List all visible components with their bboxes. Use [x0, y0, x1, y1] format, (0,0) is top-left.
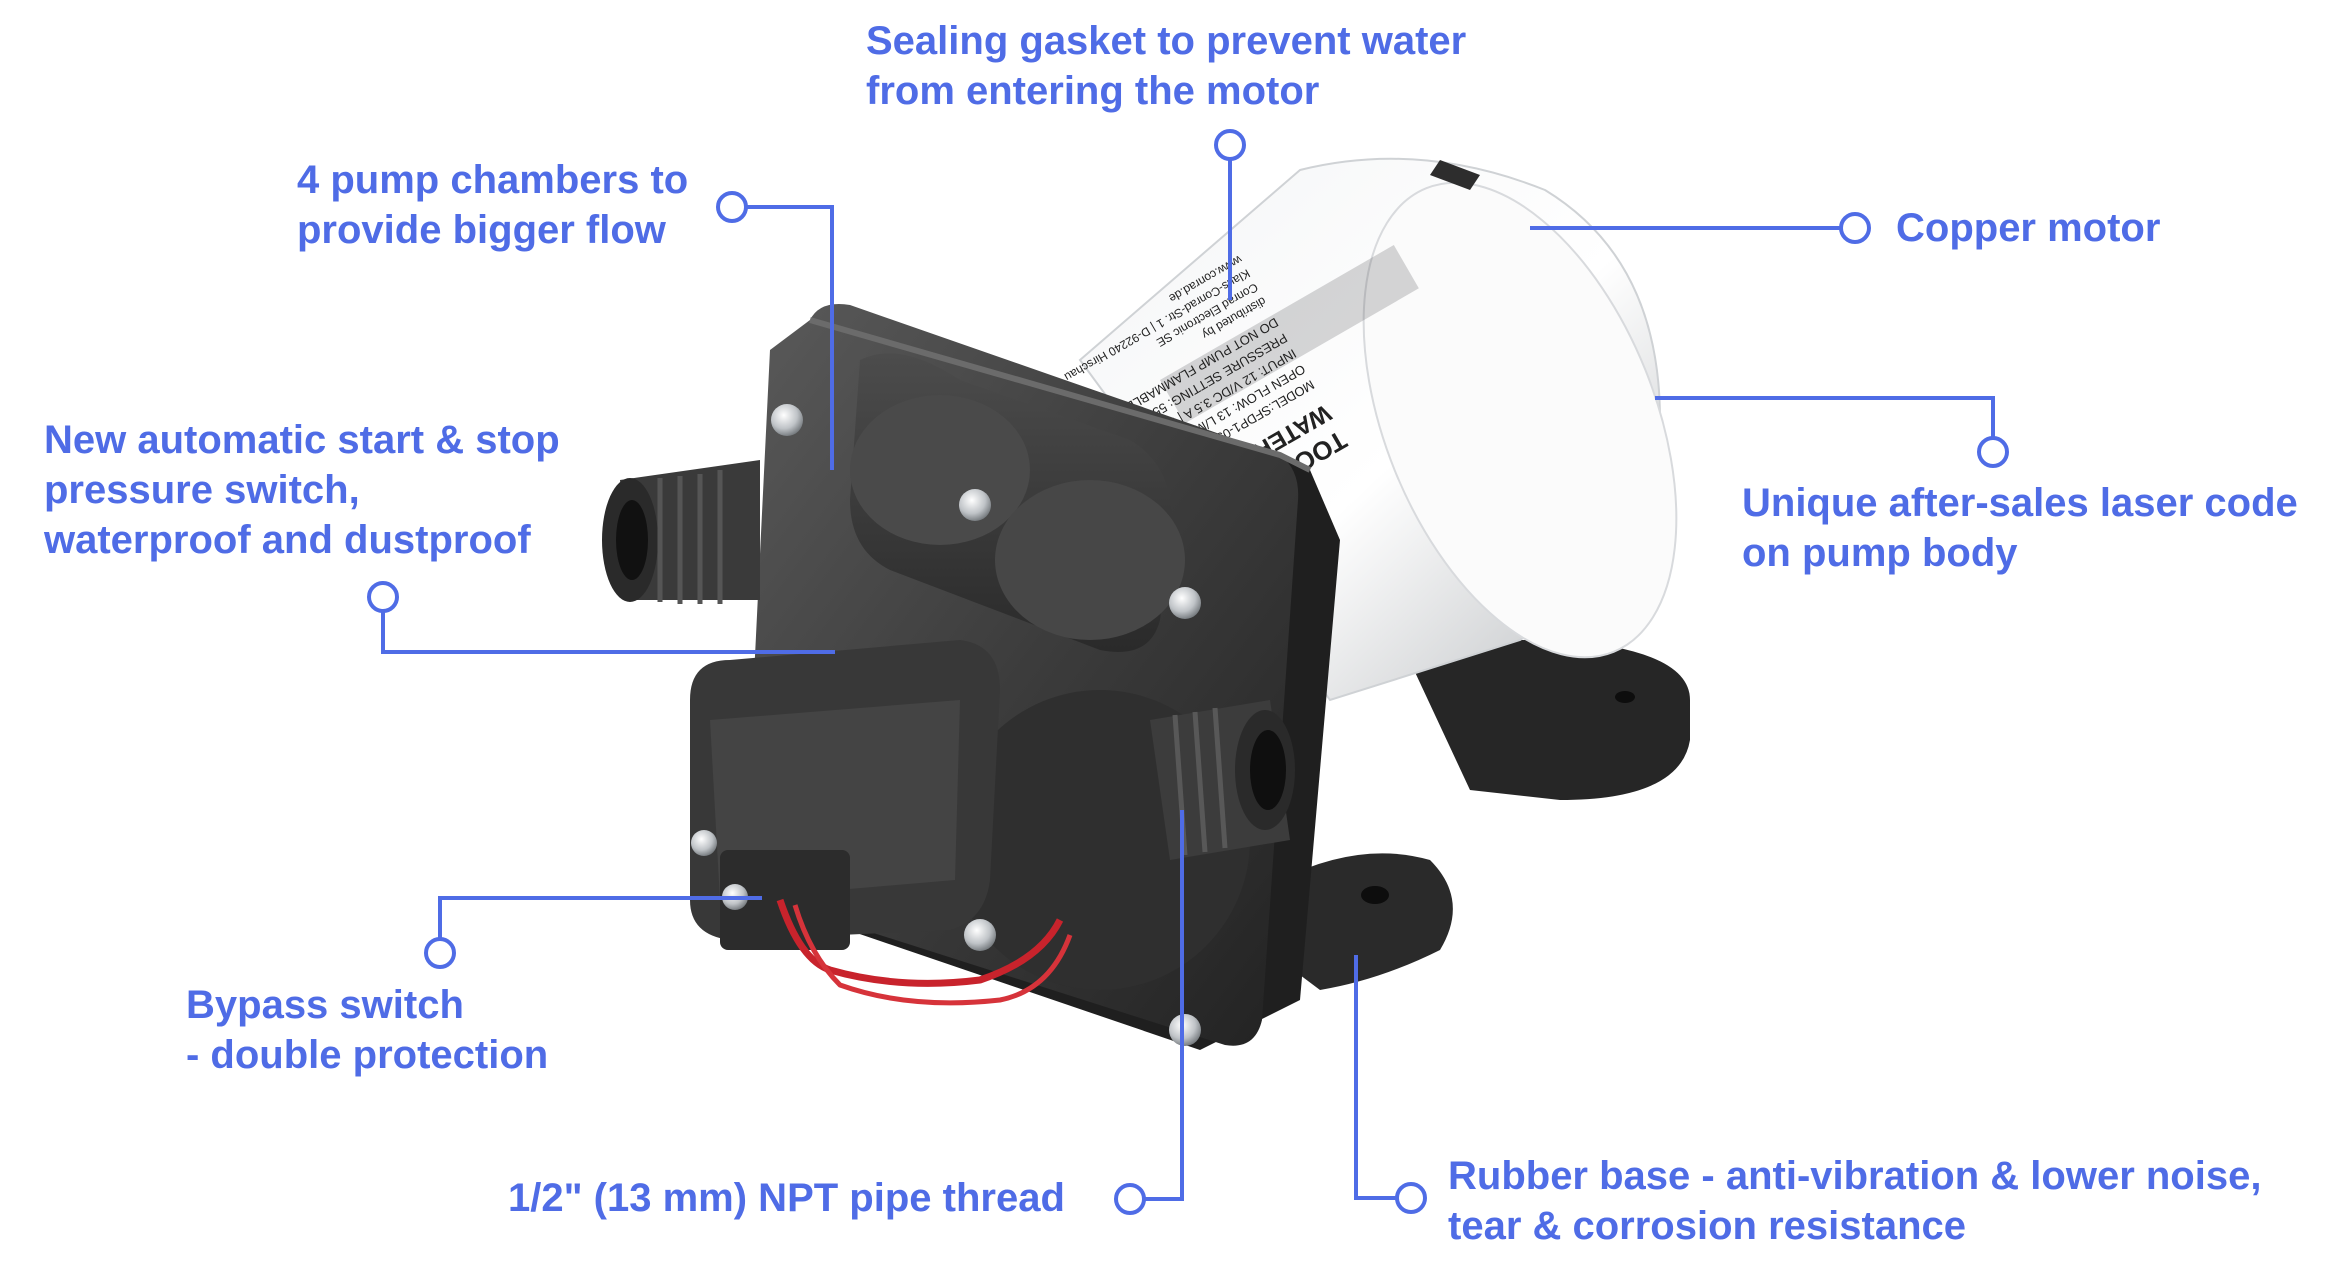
callout-line: on pump body: [1742, 531, 2018, 575]
leader-dot-rubber-base: [1395, 1182, 1427, 1214]
rubber-base-back: [1400, 640, 1690, 800]
callout-line: 4 pump chambers to: [297, 158, 689, 202]
callout-pressure-switch: New automatic start & stop pressure swit…: [44, 415, 560, 565]
inlet-fitting: [602, 460, 760, 604]
callout-line: waterproof and dustproof: [44, 518, 531, 562]
callout-line: Sealing gasket to prevent water: [866, 19, 1467, 63]
callout-line: Bypass switch: [186, 983, 464, 1027]
screws: [691, 404, 1201, 1046]
leader-dot-bypass-switch: [424, 937, 456, 969]
callout-pump-chambers: 4 pump chambers to provide bigger flow: [297, 155, 688, 255]
callout-line: tear & corrosion resistance: [1448, 1204, 1966, 1248]
leader-line-laser-code: [1655, 396, 1995, 437]
callout-line: provide bigger flow: [297, 208, 666, 252]
leader-line-pressure-switch: [381, 612, 835, 654]
red-wire: [776, 898, 1064, 987]
copper-motor-housing: [1078, 157, 1678, 702]
pump-head: [602, 304, 1340, 1050]
callout-line: New automatic start & stop: [44, 418, 560, 462]
callout-rubber-base: Rubber base - anti-vibration & lower noi…: [1448, 1151, 2261, 1251]
red-wire-2: [792, 904, 1073, 1006]
leader-line-pipe-thread: [1145, 810, 1184, 1201]
callout-pipe-thread: 1/2" (13 mm) NPT pipe thread: [508, 1173, 1065, 1223]
callout-line: Unique after-sales laser code: [1742, 481, 2298, 525]
callout-bypass-switch: Bypass switch - double protection: [186, 980, 548, 1080]
leader-dot-laser-code: [1977, 436, 2009, 468]
leader-line-rubber-base: [1354, 955, 1396, 1200]
leader-dot-copper-motor: [1839, 212, 1871, 244]
leader-dot-sealing-gasket: [1214, 129, 1246, 161]
leader-line-pump-chambers: [747, 205, 834, 470]
callout-line: pressure switch,: [44, 468, 360, 512]
callout-copper-motor: Copper motor: [1896, 203, 2160, 253]
outlet-fitting: [1150, 700, 1295, 860]
rubber-base-front: [1280, 853, 1453, 990]
callout-line: Rubber base - anti-vibration & lower noi…: [1448, 1154, 2262, 1198]
callout-laser-code: Unique after-sales laser code on pump bo…: [1742, 478, 2298, 578]
callout-sealing-gasket: Sealing gasket to prevent water from ent…: [866, 16, 1466, 116]
pressure-switch-box: [690, 640, 1000, 950]
leader-dot-pressure-switch: [367, 581, 399, 613]
callout-line: from entering the motor: [866, 69, 1320, 113]
connector-lines: [367, 129, 2009, 1215]
callout-line: - double protection: [186, 1033, 549, 1077]
callout-line: Copper motor: [1896, 206, 2161, 250]
leader-dot-pump-chambers: [716, 191, 748, 223]
leader-dot-pipe-thread: [1114, 1183, 1146, 1215]
leader-line-bypass-switch: [438, 896, 762, 938]
callout-line: 1/2" (13 mm) NPT pipe thread: [508, 1176, 1065, 1220]
